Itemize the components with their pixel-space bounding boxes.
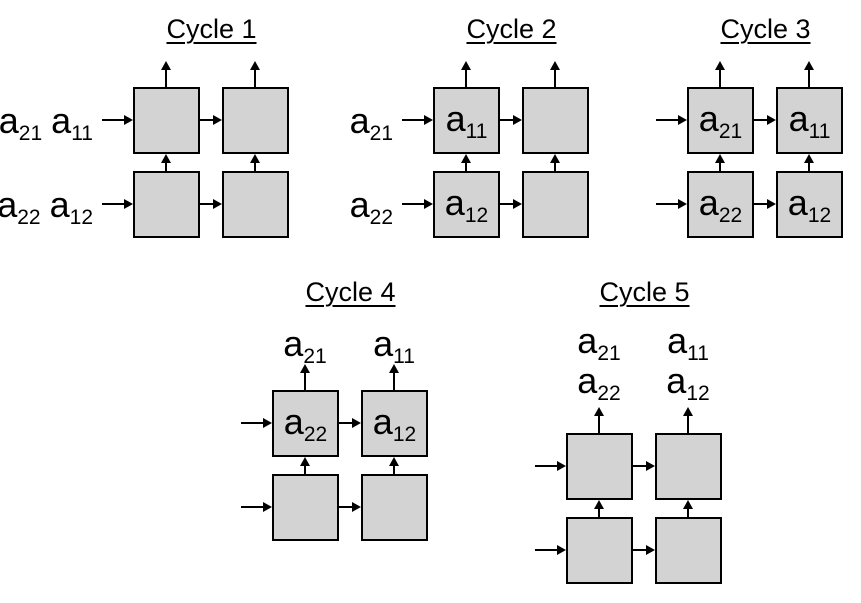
arrow-up-icon xyxy=(250,154,260,171)
pe-cell-bottom-left xyxy=(133,171,200,238)
arrow-up-icon xyxy=(300,457,310,474)
arrow-up-icon xyxy=(161,154,171,171)
pe-cell-bottom-left xyxy=(272,474,339,541)
arrow-right-icon xyxy=(535,461,566,471)
pe-cell-top-left xyxy=(133,87,200,154)
matrix-element-label: a12 xyxy=(787,181,832,227)
pe-cell-top-left: a11 xyxy=(433,87,500,154)
pe-cell-bottom-right xyxy=(222,171,289,238)
arrow-up-icon xyxy=(461,154,471,171)
arrow-up-icon xyxy=(683,407,693,433)
arrow-up-icon xyxy=(715,154,725,171)
arrow-right-icon xyxy=(339,502,361,512)
cycle-4-diagram: Cycle 4 a21 a11 a22 a12 xyxy=(241,277,429,541)
matrix-element-label: a22 xyxy=(0,183,41,229)
arrow-right-icon xyxy=(633,545,655,555)
cycle-1-input-labels-row1: a21 a11 xyxy=(0,87,93,154)
cycle-4-title: Cycle 4 xyxy=(305,277,396,307)
cycle-2-input-labels-row2: a22 xyxy=(281,171,393,238)
output-label: a11 xyxy=(373,323,415,368)
cycle-5-diagram: Cycle 5 a21 a11 a22 a12 xyxy=(535,277,723,584)
arrow-right-icon xyxy=(402,115,433,125)
arrow-right-icon xyxy=(102,115,133,125)
arrow-right-icon xyxy=(241,502,272,512)
pe-cell-top-right xyxy=(655,433,722,500)
matrix-element-label: a21 xyxy=(349,99,393,145)
matrix-element-label: a12 xyxy=(444,181,489,227)
pe-cell-top-left xyxy=(566,433,633,500)
pe-cell-bottom-left xyxy=(566,517,633,584)
matrix-element-label: a12 xyxy=(372,400,417,446)
cycle-3-title: Cycle 3 xyxy=(720,14,811,44)
arrow-up-icon xyxy=(594,500,604,517)
matrix-element-label: a11 xyxy=(445,97,488,143)
matrix-element-label: a22 xyxy=(349,183,393,229)
cycle-1-diagram: Cycle 1 a21 a11 a22 a12 xyxy=(0,14,290,238)
cycle-5-title: Cycle 5 xyxy=(599,277,690,307)
arrow-right-icon xyxy=(339,418,361,428)
output-label: a12 xyxy=(666,360,710,405)
pe-cell-bottom-right xyxy=(655,517,722,584)
arrow-up-icon xyxy=(683,500,693,517)
cycle-2-title: Cycle 2 xyxy=(466,14,557,44)
arrow-up-icon xyxy=(550,154,560,171)
matrix-element-label: a11 xyxy=(51,99,93,145)
arrow-right-icon xyxy=(200,115,222,125)
arrow-right-icon xyxy=(633,461,655,471)
arrow-up-icon xyxy=(250,61,260,87)
matrix-element-label: a21 xyxy=(0,99,43,145)
pe-cell-top-right: a12 xyxy=(361,390,428,457)
arrow-up-icon xyxy=(461,61,471,87)
output-label: a21 xyxy=(283,323,327,368)
arrow-up-icon xyxy=(550,61,560,87)
arrow-right-icon xyxy=(500,115,522,125)
cycle-1-title: Cycle 1 xyxy=(166,14,257,44)
cycle-3-diagram: Cycle 3 a21 a11 a22 a12 xyxy=(656,14,844,238)
arrow-right-icon xyxy=(200,199,222,209)
arrow-right-icon xyxy=(535,545,566,555)
matrix-element-label: a21 xyxy=(698,97,743,143)
matrix-element-label: a11 xyxy=(788,97,831,143)
pe-cell-top-left: a21 xyxy=(687,87,754,154)
arrow-right-icon xyxy=(402,199,433,209)
pe-cell-top-left: a22 xyxy=(272,390,339,457)
pe-cell-top-right: a11 xyxy=(776,87,843,154)
matrix-element-label: a12 xyxy=(49,183,93,229)
pe-cell-top-right xyxy=(522,87,589,154)
matrix-element-label: a22 xyxy=(283,400,328,446)
cycle-2-diagram: Cycle 2 a21 a22 a11 a12 xyxy=(350,14,590,238)
pe-cell-bottom-left: a12 xyxy=(433,171,500,238)
cycle-1-input-labels-row2: a22 a12 xyxy=(0,171,93,238)
arrow-right-icon xyxy=(102,199,133,209)
matrix-element-label: a22 xyxy=(698,181,743,227)
pe-cell-bottom-right: a12 xyxy=(776,171,843,238)
pe-cell-bottom-right xyxy=(522,171,589,238)
arrow-right-icon xyxy=(656,115,687,125)
cycle-2-input-labels-row1: a21 xyxy=(281,87,393,154)
arrow-up-icon xyxy=(389,457,399,474)
arrow-right-icon xyxy=(754,115,776,125)
arrow-right-icon xyxy=(500,199,522,209)
arrow-up-icon xyxy=(594,407,604,433)
pe-cell-top-right xyxy=(222,87,289,154)
output-label: a21 xyxy=(577,320,621,365)
pe-cell-bottom-right xyxy=(361,474,428,541)
arrow-right-icon xyxy=(754,199,776,209)
arrow-right-icon xyxy=(241,418,272,428)
arrow-up-icon xyxy=(804,61,814,87)
arrow-up-icon xyxy=(389,364,399,390)
arrow-right-icon xyxy=(656,199,687,209)
arrow-up-icon xyxy=(161,61,171,87)
arrow-up-icon xyxy=(804,154,814,171)
arrow-up-icon xyxy=(715,61,725,87)
arrow-up-icon xyxy=(300,364,310,390)
output-label: a22 xyxy=(577,360,621,405)
output-label: a11 xyxy=(667,320,709,365)
pe-cell-bottom-left: a22 xyxy=(687,171,754,238)
